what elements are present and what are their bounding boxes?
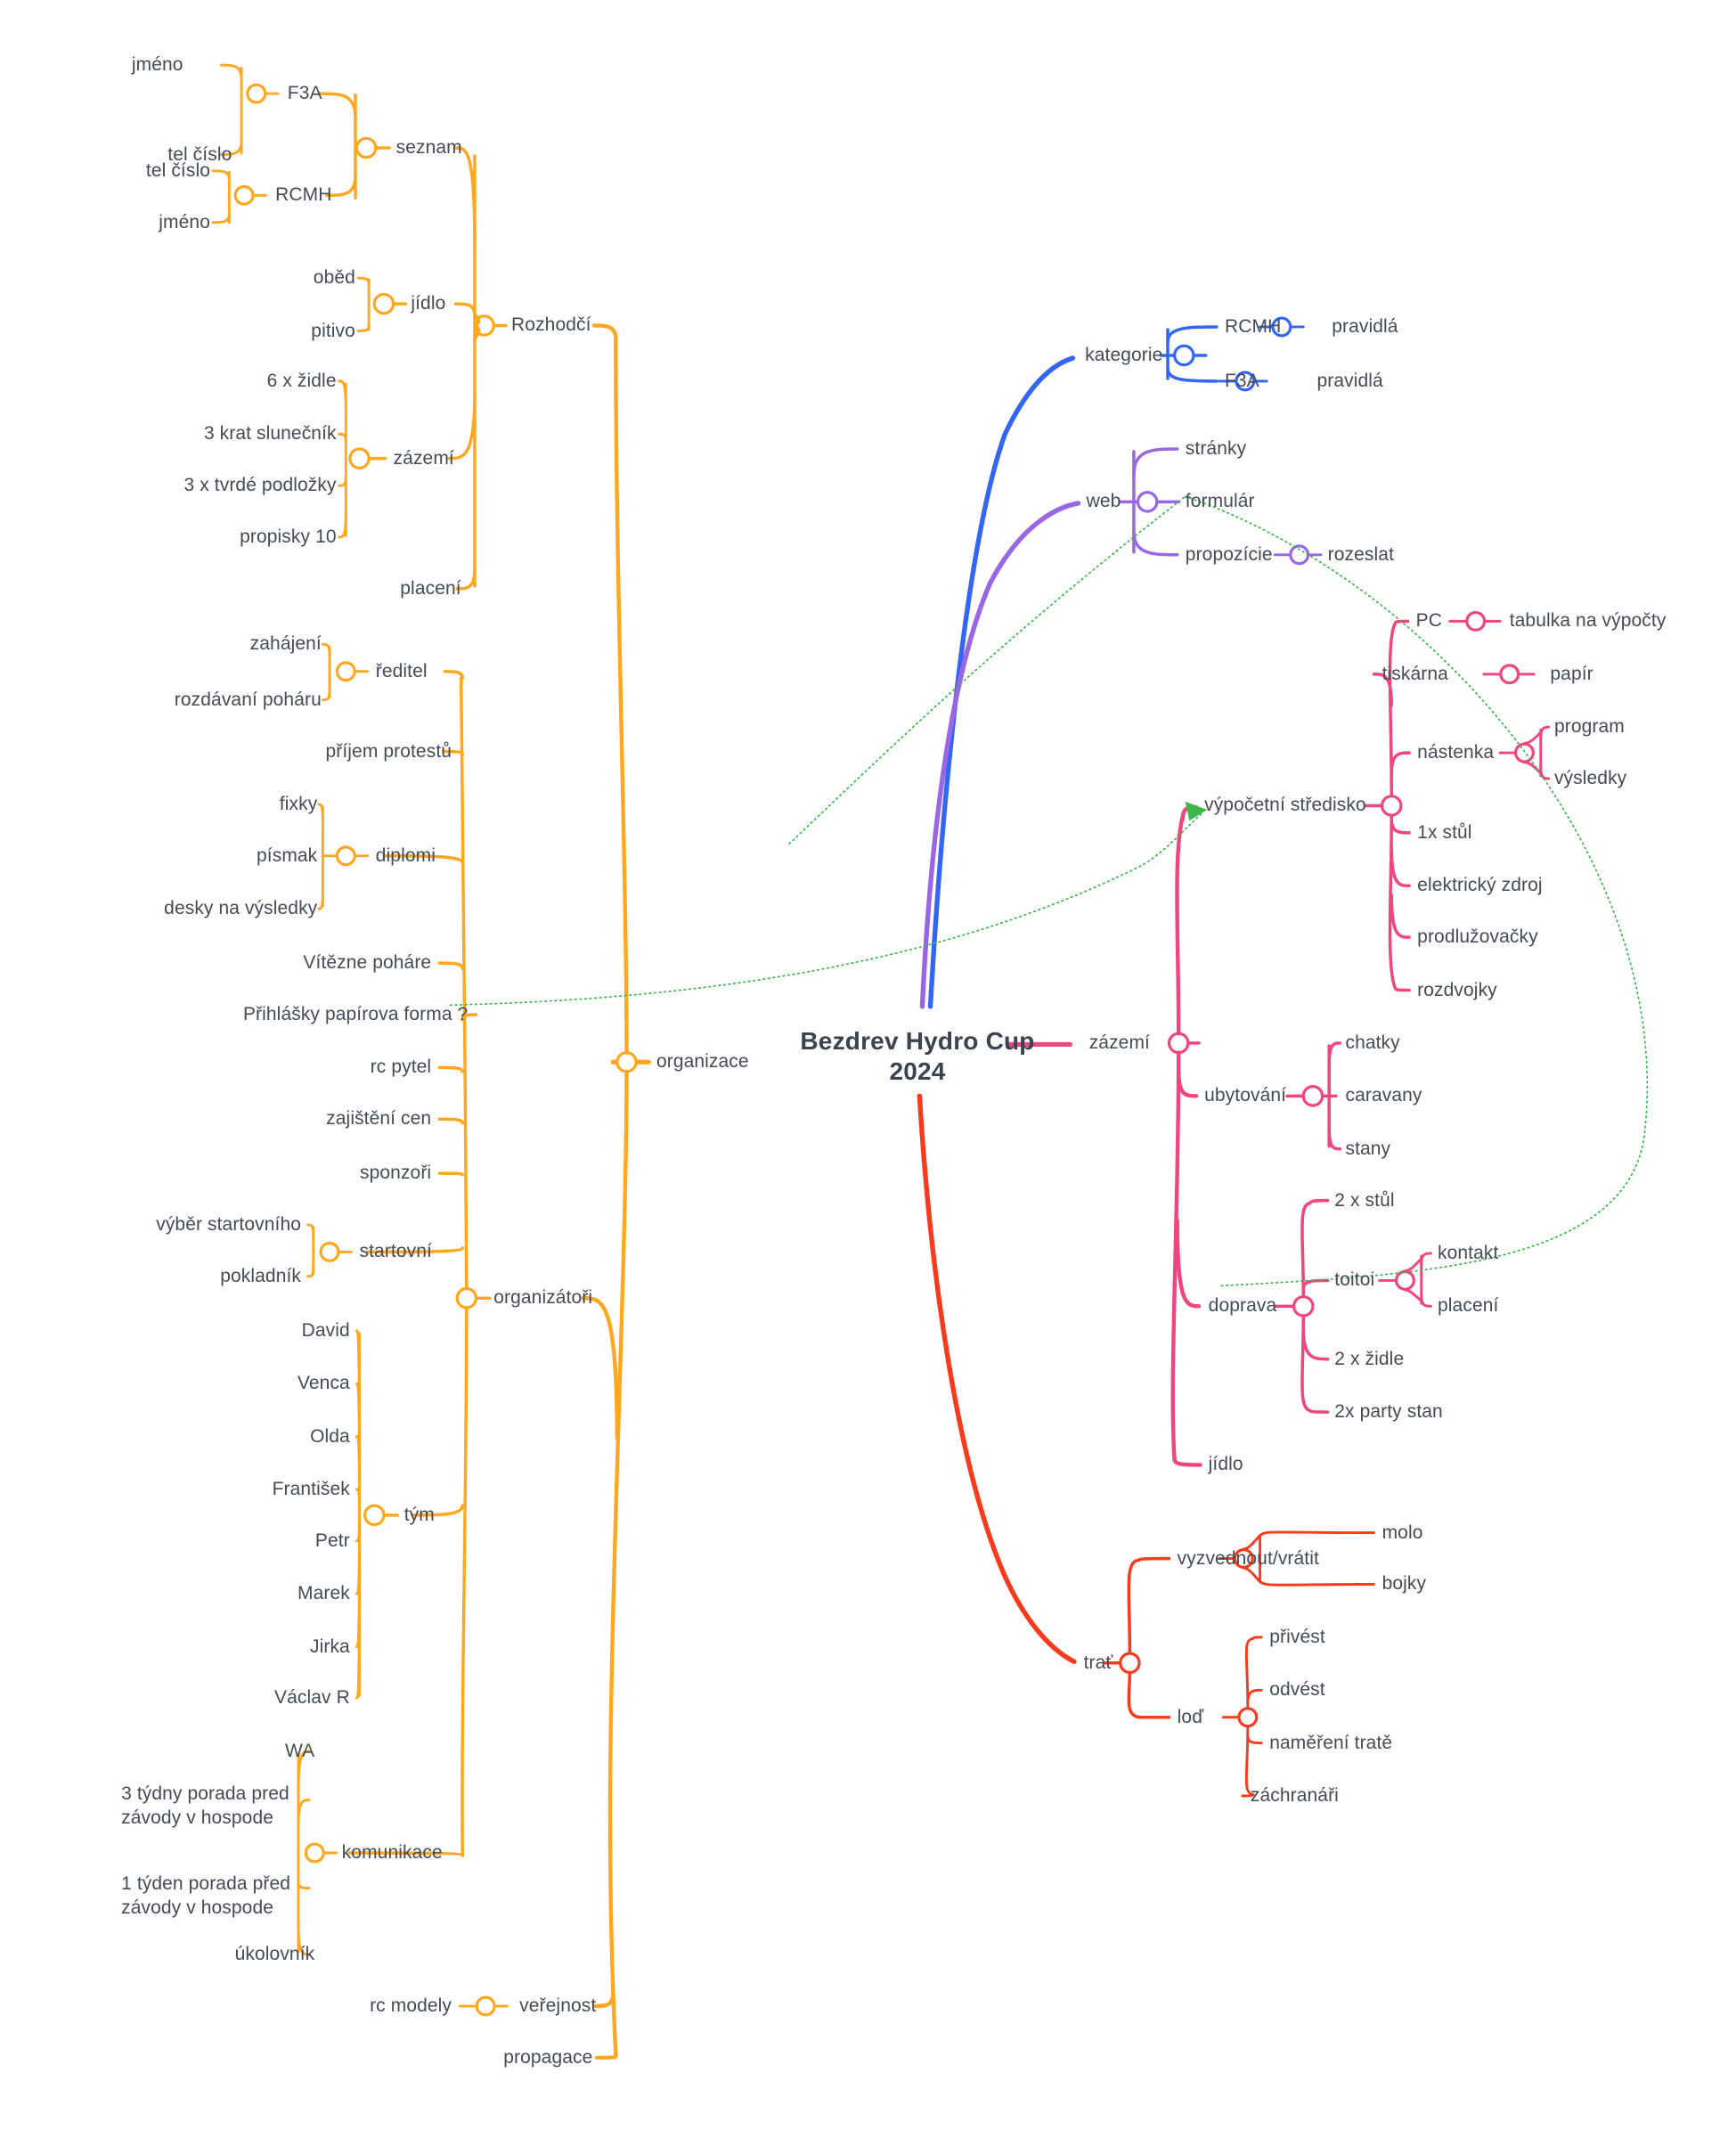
node-label[interactable]: organizace [656, 1051, 749, 1073]
node-label[interactable]: Venca [297, 1373, 350, 1394]
node-label[interactable]: veřejnost [519, 1995, 597, 2017]
node-label[interactable]: rc pytel [370, 1057, 432, 1078]
node-label[interactable]: výběr startovního [156, 1213, 302, 1235]
node-label[interactable]: desky na výsledky [164, 898, 318, 919]
node-label[interactable]: tým [403, 1504, 435, 1525]
node-label[interactable]: propagace [503, 2046, 593, 2068]
node-label[interactable]: PC [1415, 610, 1443, 632]
node-label[interactable]: kontakt [1438, 1242, 1499, 1263]
node-label[interactable]: 2 x stůl [1334, 1189, 1395, 1211]
node-label[interactable]: 2x party stan [1334, 1401, 1443, 1423]
node-label[interactable]: 3 krat slunečník [203, 423, 337, 445]
node-label[interactable]: Olda [310, 1425, 350, 1447]
node-label[interactable]: písmak [257, 844, 318, 866]
node-label[interactable]: zajištění cen [326, 1108, 432, 1130]
node-label[interactable]: placení [400, 577, 461, 599]
root-node-label[interactable]: Bezdrev Hydro Cup 2024 [800, 1027, 1035, 1085]
node-label[interactable]: F3A [1224, 370, 1259, 391]
node-label[interactable]: výsledky [1553, 768, 1627, 788]
node-label[interactable]: přivést [1269, 1626, 1325, 1647]
node-label[interactable]: nástenka [1417, 742, 1495, 763]
node-label[interactable]: odvést [1269, 1679, 1325, 1701]
node-label[interactable]: oběd [313, 267, 355, 289]
node-label[interactable]: komunikace [341, 1841, 443, 1863]
node-label[interactable]: zahájení [249, 633, 322, 655]
node-label[interactable]: organizátoři [493, 1287, 593, 1309]
node-label[interactable]: Vítězne poháre [303, 952, 432, 974]
node-label[interactable]: Marek [297, 1583, 350, 1604]
node-label[interactable]: propozície [1185, 543, 1273, 565]
node-label[interactable]: úkolovník [234, 1944, 315, 1965]
node-label[interactable]: trať [1083, 1652, 1113, 1673]
node-label[interactable]: pravidlá [1316, 370, 1383, 391]
node-label[interactable]: rozeslat [1327, 543, 1395, 565]
node-label[interactable]: výpočetní středisko [1204, 795, 1366, 816]
node-label[interactable]: příjem protestů [325, 740, 452, 762]
node-label[interactable]: vyzvednout/vrátit [1177, 1547, 1319, 1569]
node-label[interactable]: placení [1438, 1295, 1499, 1317]
node-label[interactable]: záchranáři [1250, 1785, 1339, 1806]
node-label[interactable]: tabulka na výpočty [1509, 610, 1667, 632]
node-label[interactable]: pitivo [311, 320, 355, 341]
node-label[interactable]: tel číslo [167, 143, 232, 165]
node-label[interactable]: fixky [279, 793, 318, 814]
node-label[interactable]: 1 týden porada před závody v hospode [121, 1873, 290, 1918]
node-label[interactable]: prodlužovačky [1417, 926, 1538, 948]
node-label[interactable]: rozdávaní poháru [174, 689, 322, 710]
node-label[interactable]: 2 x židle [1334, 1348, 1405, 1369]
node-label[interactable]: Rozhodčí [511, 314, 591, 336]
node-label[interactable]: doprava [1208, 1295, 1277, 1317]
node-label[interactable]: Petr [314, 1530, 350, 1551]
node-label[interactable]: F3A [287, 83, 322, 104]
node-label[interactable]: 1x stůl [1417, 821, 1472, 843]
node-label[interactable]: stany [1345, 1138, 1391, 1159]
node-label[interactable]: RCMH [275, 184, 332, 206]
node-label[interactable]: jídlo [411, 293, 446, 314]
node-label[interactable]: loď [1177, 1706, 1204, 1727]
node-label[interactable]: WA [285, 1740, 315, 1761]
node-label[interactable]: jméno [131, 54, 183, 76]
node-label[interactable]: elektrický zdroj [1417, 875, 1543, 896]
node-label[interactable]: molo [1381, 1522, 1423, 1543]
node-label[interactable]: bojky [1381, 1573, 1427, 1595]
node-label[interactable]: sponzoři [360, 1163, 432, 1184]
node-label[interactable]: Přihlášky papírova forma ? [242, 1003, 469, 1024]
node-label[interactable]: caravany [1345, 1085, 1422, 1106]
node-label[interactable]: rc modely [370, 1995, 452, 2017]
node-label[interactable]: propisky 10 [240, 526, 337, 547]
node-label[interactable]: web [1086, 491, 1121, 512]
node-label[interactable]: jídlo [1208, 1454, 1243, 1475]
node-label[interactable]: tel číslo [145, 159, 210, 181]
node-label[interactable]: chatky [1345, 1032, 1400, 1053]
node-label[interactable]: tiskárna [1381, 663, 1448, 684]
node-label[interactable]: pravidlá [1332, 315, 1398, 337]
node-label[interactable]: papír [1550, 663, 1593, 684]
node-label[interactable]: ředitel [375, 660, 428, 681]
node-label[interactable]: zázemí [393, 447, 454, 469]
node-label[interactable]: pokladník [220, 1265, 302, 1286]
node-label[interactable]: ubytování [1204, 1085, 1287, 1106]
node-label[interactable]: RCMH [1224, 315, 1282, 337]
node-label[interactable]: stránky [1185, 438, 1247, 459]
node-label[interactable]: zázemí [1088, 1032, 1150, 1053]
node-label[interactable]: František [272, 1478, 350, 1499]
node-label[interactable]: formulár [1185, 491, 1255, 512]
node-label[interactable]: 6 x židle [266, 370, 337, 391]
node-label[interactable]: 3 týdny porada pred závody v hospode [121, 1783, 289, 1829]
node-label[interactable]: Václav R [274, 1687, 350, 1709]
node-label[interactable]: jméno [159, 211, 210, 233]
node-label[interactable]: toitoi [1334, 1269, 1375, 1291]
node-label[interactable]: kategorie [1085, 344, 1163, 365]
node-label[interactable]: naměření tratě [1269, 1732, 1393, 1753]
node-label[interactable]: 3 x tvrdé podložky [183, 475, 337, 496]
node-label[interactable]: seznam [395, 136, 462, 158]
node-label[interactable]: startovní [359, 1241, 432, 1262]
node-label[interactable]: David [301, 1319, 350, 1341]
node-label[interactable]: program [1553, 716, 1625, 738]
node-label[interactable]: diplomi [375, 844, 436, 866]
node-label[interactable]: rozdvojky [1417, 979, 1497, 1000]
node-label[interactable]: Jirka [310, 1636, 350, 1657]
